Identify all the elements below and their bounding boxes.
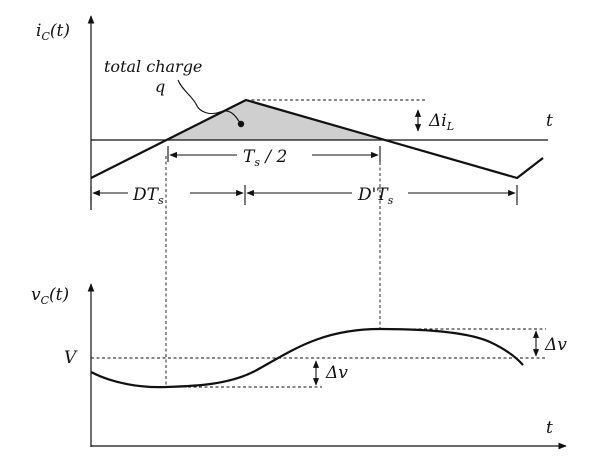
bottom-plot: vC(t) t V Δv Δv — [31, 283, 567, 450]
delta-il-label: ΔiL — [428, 111, 454, 133]
bottom-y-axis-label: vC(t) — [31, 285, 69, 307]
top-plot: iC(t) t total charge q ΔiL Ts / 2 DTs D'… — [36, 15, 553, 210]
charge-pointer-line — [177, 79, 241, 124]
top-x-axis-label: t — [546, 111, 553, 131]
delta-v-lower-label: Δv — [325, 363, 348, 383]
capacitor-current-waveform — [90, 98, 544, 180]
capacitor-voltage-waveform — [90, 327, 524, 389]
dprime-ts-label: D'Ts — [357, 185, 394, 207]
charge-label-line2: q — [155, 77, 165, 96]
top-y-axis-label: iC(t) — [36, 21, 70, 43]
dts-label: DTs — [132, 185, 164, 207]
charge-label-line1: total charge — [104, 57, 202, 76]
bottom-x-axis-label: t — [546, 418, 553, 438]
charge-area — [168, 100, 380, 140]
half-period-label: Ts / 2 — [243, 147, 287, 169]
delta-v-upper-label: Δv — [544, 335, 567, 355]
charge-pointer-dot — [237, 120, 245, 128]
v-level-label: V — [64, 348, 78, 368]
